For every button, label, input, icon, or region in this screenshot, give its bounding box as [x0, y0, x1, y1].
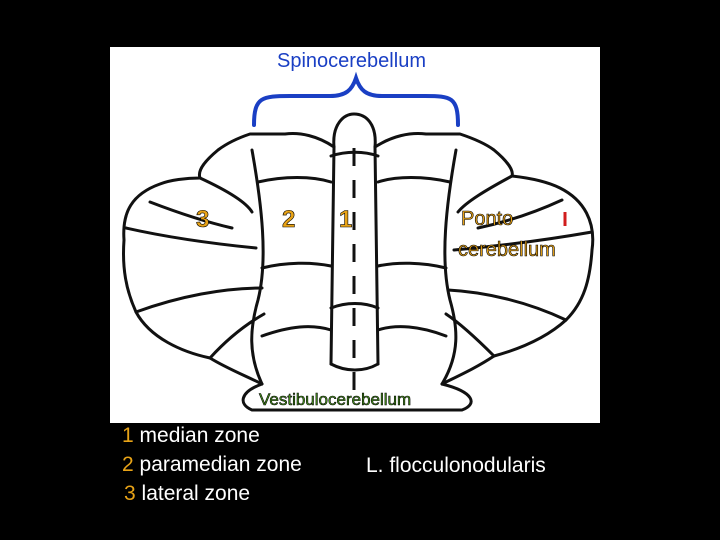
zone-number-1: 1 — [339, 206, 353, 234]
legend-item-paramedian: 2 paramedian zone — [122, 453, 302, 477]
spinocerebellum-label: Spinocerebellum — [277, 50, 426, 72]
flocculonodularis-caption: L. flocculonodularis — [366, 454, 546, 477]
spinocerebellum-brace — [252, 71, 460, 127]
zone-number-2: 2 — [282, 206, 296, 234]
figure-panel — [110, 47, 600, 423]
legend-text: median zone — [139, 424, 260, 447]
legend-text: lateral zone — [141, 482, 251, 505]
legend-text: paramedian zone — [139, 453, 302, 476]
legend-number: 3 — [124, 482, 136, 505]
vestibulocerebellum-label: Vestibulocerebellum — [259, 390, 412, 410]
cerebellum-outline — [122, 112, 595, 412]
zone-number-3: 3 — [196, 206, 210, 234]
legend-item-median: 1 median zone — [122, 424, 260, 448]
ponto-label-line2: cerebellum — [458, 239, 556, 262]
legend-number: 1 — [122, 424, 134, 447]
legend-number: 2 — [122, 453, 134, 476]
ponto-label-line1: Ponto — [461, 208, 514, 231]
legend-item-lateral: 3 lateral zone — [124, 482, 250, 506]
